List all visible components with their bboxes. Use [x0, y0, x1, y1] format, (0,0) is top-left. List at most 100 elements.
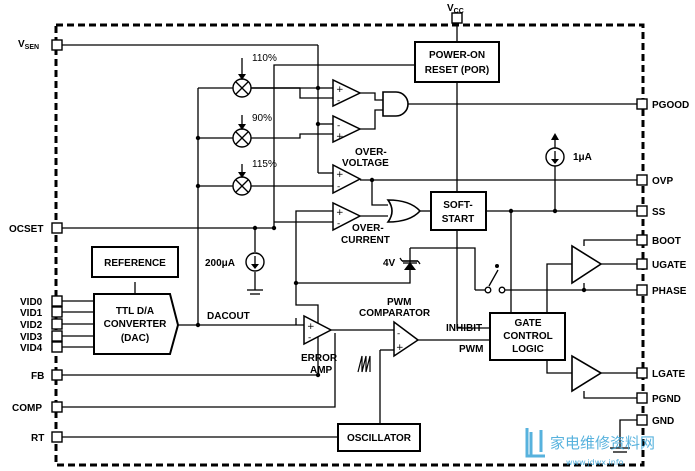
overcurrent-label-1: OVER-: [352, 223, 384, 234]
pin-pgood: [636, 98, 648, 110]
switch-pivot: [495, 264, 499, 268]
pin-pgnd: [636, 392, 648, 404]
pwm-comparator-label-2: COMPARATOR: [359, 308, 431, 319]
boot-label: BOOT: [652, 236, 681, 247]
pin-boot: [636, 234, 648, 246]
overcurrent-label-2: CURRENT: [341, 235, 390, 246]
sawtooth-icon: [357, 355, 371, 373]
switch-contact-a: [484, 286, 492, 294]
i1-label: 1μA: [573, 152, 592, 163]
error-amp: +-: [303, 314, 333, 346]
pin-fb: [51, 369, 63, 381]
overvoltage-label-1: OVER-: [355, 147, 387, 158]
svg-text:-: -: [337, 96, 340, 106]
watermark: 家电维修资料网 www.jdwx.info: [525, 428, 655, 467]
phase-label: PHASE: [652, 286, 687, 297]
soft-start-label-1: SOFT-: [443, 200, 472, 211]
pin-phase: [636, 284, 648, 296]
oscillator-block: OSCILLATOR: [337, 423, 421, 452]
ocset-label: OCSET: [9, 224, 43, 235]
switch-contact-b: [498, 286, 506, 294]
pin-vid0: [51, 295, 63, 307]
overvoltage-label-2: VOLTAGE: [342, 158, 389, 169]
pwm-comparator-label-1: PWM: [387, 297, 411, 308]
overvoltage-comparator: +-: [332, 163, 362, 195]
fb-label: FB: [31, 371, 44, 382]
gate-label-1: GATE: [514, 318, 541, 329]
pin-vid4: [51, 341, 63, 353]
pgood-lower-comparator: -+: [332, 114, 362, 144]
pin-vid2: [51, 318, 63, 330]
dac-label-1: TTL D/A: [116, 306, 154, 317]
ss-label: SS: [652, 207, 666, 218]
multiplier-90: [232, 124, 252, 148]
gate-control-logic-block: GATE CONTROL LOGIC: [489, 312, 566, 361]
dac-block: TTL D/A CONVERTER (DAC): [93, 293, 180, 355]
gate-label-2: CONTROL: [503, 331, 552, 342]
junction-dots: [195, 85, 587, 378]
left-pins: [51, 39, 63, 443]
por-label-2: RESET (POR): [425, 65, 489, 76]
multiplier-110: [232, 74, 252, 98]
oscillator-label: OSCILLATOR: [347, 433, 412, 444]
dac-label-2: CONVERTER: [104, 319, 168, 330]
pin-ovp: [636, 174, 648, 186]
pin-vsen: [51, 39, 63, 51]
svg-text:+: +: [307, 322, 315, 332]
watermark-text: 家电维修资料网: [550, 434, 655, 452]
pgood-upper-comparator: +-: [332, 78, 362, 108]
svg-text:+: +: [336, 132, 344, 142]
svg-text:+: +: [396, 343, 404, 353]
multiplier-115: [232, 172, 252, 196]
pin-comp: [51, 401, 63, 413]
pgnd-label: PGND: [652, 394, 681, 405]
vid4-label: VID4: [20, 343, 43, 354]
pin-gnd: [636, 414, 648, 426]
svg-text:+: +: [336, 170, 344, 180]
or-gate: [386, 199, 422, 223]
v4-label: 4V: [383, 258, 396, 269]
svg-text:-: -: [397, 329, 400, 339]
pin-vcc: [451, 12, 463, 24]
pwm-label: PWM: [459, 344, 483, 355]
vcc-label: VCC: [447, 3, 464, 15]
zener-4v: [399, 257, 421, 270]
current-source-1ua: [545, 133, 565, 167]
reference-label: REFERENCE: [104, 258, 166, 269]
pct-110-label: 110%: [252, 53, 277, 64]
dac-label-3: (DAC): [121, 333, 149, 344]
vid3-label: VID3: [20, 332, 43, 343]
pin-rt: [51, 431, 63, 443]
gate-label-3: LOGIC: [512, 344, 544, 355]
soft-start-block: SOFT- START: [430, 191, 487, 231]
pwm-comparator: -+: [393, 320, 420, 358]
inhibit-label: INHIBIT: [446, 323, 482, 334]
vid0-label: VID0: [20, 297, 43, 308]
gnd-label: GND: [652, 416, 674, 427]
watermark-logo-icon: [525, 428, 545, 458]
svg-text:-: -: [337, 219, 340, 229]
vsen-label: VSEN: [18, 39, 39, 51]
and-gate: [382, 91, 409, 117]
svg-text:-: -: [308, 333, 311, 343]
pin-ugate: [636, 258, 648, 270]
dacout-label: DACOUT: [207, 311, 250, 322]
pin-ocset: [51, 222, 63, 234]
overcurrent-comparator: +-: [332, 201, 362, 232]
soft-start-label-2: START: [442, 214, 475, 225]
pin-ss: [636, 205, 648, 217]
pct-115-label: 115%: [252, 159, 277, 170]
current-source-200ua: [245, 252, 265, 272]
por-block: POWER-ON RESET (POR): [414, 41, 500, 83]
pin-lgate: [636, 367, 648, 379]
pgood-label: PGOOD: [652, 100, 689, 111]
lgate-label: LGATE: [652, 369, 685, 380]
error-amp-label-2: AMP: [310, 365, 333, 376]
upper-gate-driver: [571, 244, 603, 285]
lower-gate-driver: [571, 354, 603, 393]
i200-label: 200μA: [205, 258, 235, 269]
ovp-label: OVP: [652, 176, 673, 187]
svg-text:+: +: [336, 208, 344, 218]
svg-text:-: -: [337, 121, 340, 131]
